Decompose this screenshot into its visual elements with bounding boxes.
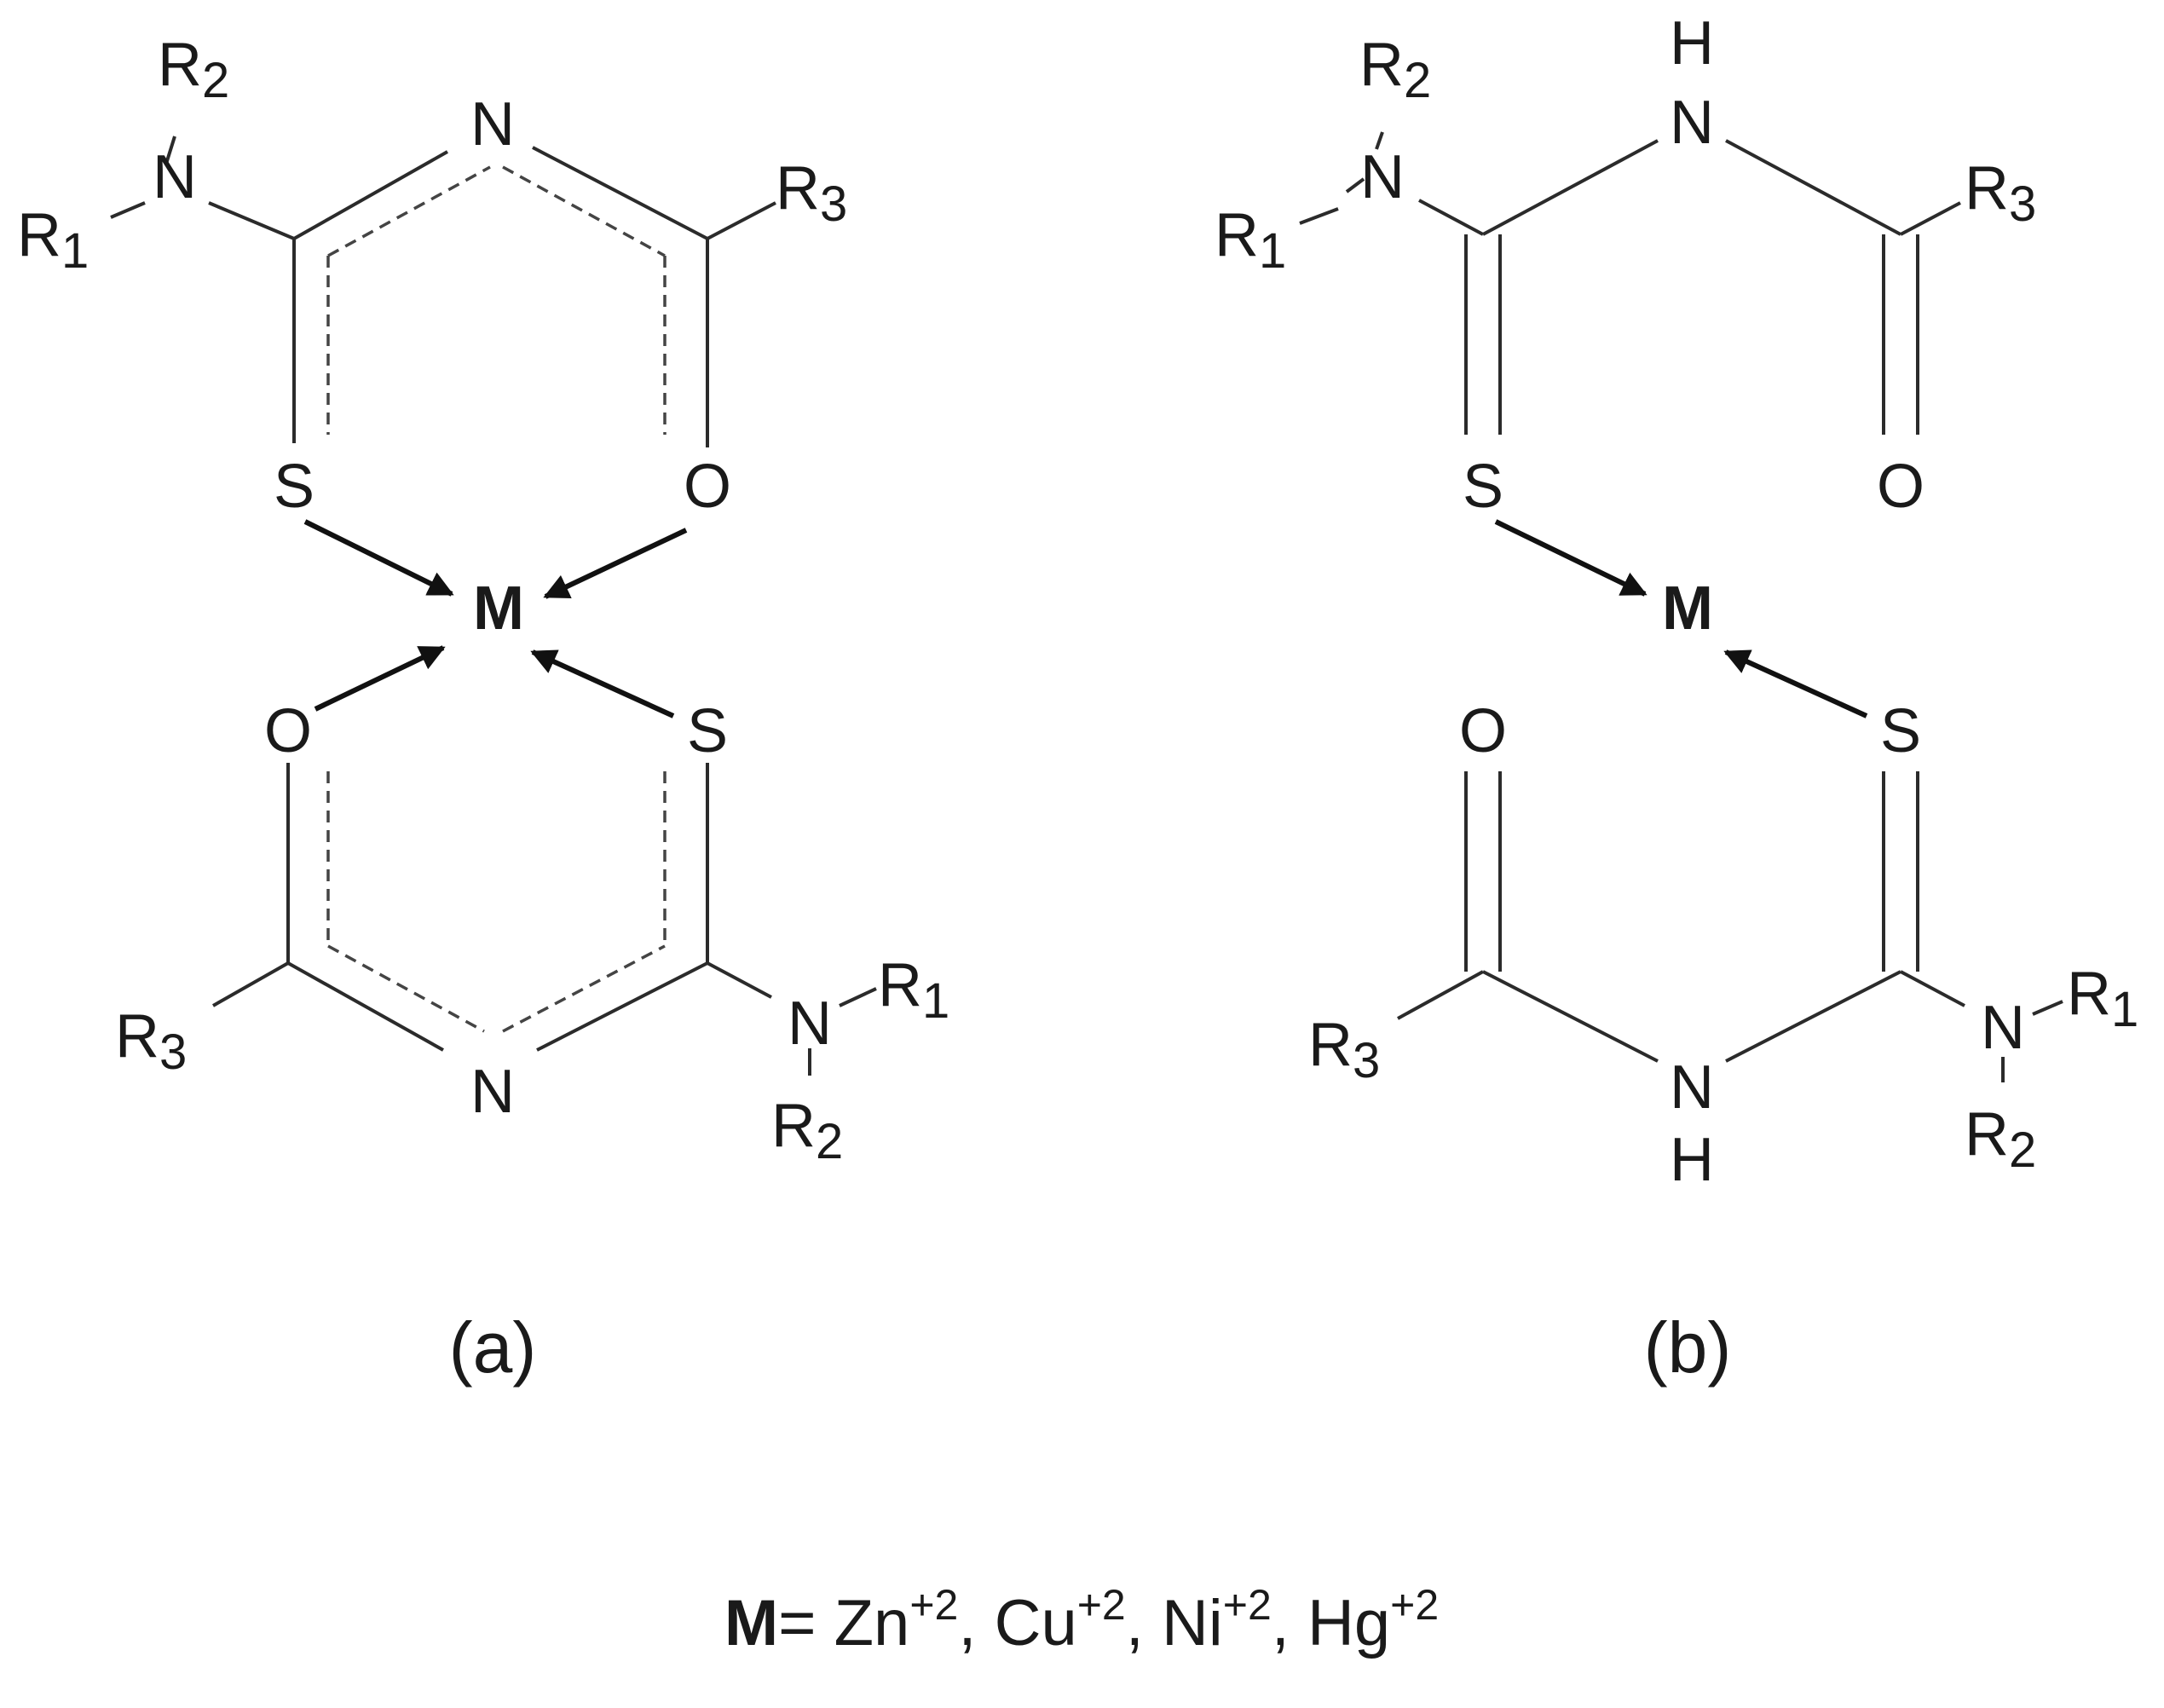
bond: [1345, 177, 1365, 193]
bond: [536, 961, 708, 1052]
metal-label: M: [1662, 574, 1713, 643]
bond: [1418, 199, 1484, 236]
nitrogen-label: N: [470, 90, 515, 159]
nitrogen-label: N: [788, 990, 832, 1058]
nitrogen-label: N: [1670, 1053, 1714, 1122]
delocalized-bond: [327, 165, 491, 257]
bond: [208, 201, 295, 240]
nitrogen-label: N: [153, 143, 197, 211]
r1-label: R1: [1215, 201, 1286, 279]
r1-label: R1: [17, 201, 89, 279]
nitrogen-label: N: [1981, 994, 2025, 1062]
coordination-arrow: [543, 528, 688, 599]
coordination-arrow: [1494, 519, 1648, 597]
metal-ion-legend: M= Zn+2, Cu+2, Ni+2, Hg+2: [724, 1581, 1439, 1659]
hydrogen-label: H: [1670, 9, 1714, 78]
bond: [532, 146, 708, 240]
metal-label: M: [473, 574, 524, 643]
structure-a: N N S O M O S N N R2 R1 R3 R3 R1 R2 (a): [17, 31, 949, 1388]
sulfur-label: S: [274, 453, 315, 521]
bond: [1482, 970, 1659, 1063]
bond: [707, 961, 772, 999]
sulfur-label: S: [1880, 697, 1921, 765]
r2-label: R2: [158, 31, 229, 108]
r2-label: R2: [1965, 1100, 2036, 1178]
caption-a: (a): [449, 1307, 537, 1388]
r3-label: R3: [1308, 1011, 1380, 1088]
sulfur-label: S: [687, 697, 728, 765]
r1-label: R1: [878, 951, 949, 1029]
bond: [707, 201, 776, 240]
delocalized-bond: [327, 944, 485, 1033]
nitrogen-label: N: [470, 1058, 515, 1126]
oxygen-label: O: [1459, 697, 1507, 765]
caption-b: (b): [1644, 1307, 1732, 1388]
coordination-arrow: [530, 649, 675, 718]
structure-b: H N N S O M O S N H N R2 R1 R3 R3 R1 R2 …: [1215, 9, 2138, 1388]
oxygen-label: O: [264, 697, 312, 765]
bond: [1482, 139, 1659, 236]
bond: [110, 201, 146, 219]
bond: [293, 150, 448, 240]
bond: [287, 961, 444, 1052]
bond: [1299, 207, 1339, 225]
delocalized-bond: [502, 944, 666, 1033]
bond: [1900, 970, 1965, 1007]
coordination-arrow: [314, 645, 446, 712]
bond: [164, 136, 176, 164]
sulfur-label: S: [1463, 453, 1503, 521]
r1-label: R1: [2067, 960, 2138, 1037]
bond: [212, 961, 289, 1007]
r2-label: R2: [1359, 31, 1431, 108]
nitrogen-label: N: [1670, 89, 1714, 157]
bond: [839, 987, 877, 1007]
oxygen-label: O: [684, 453, 731, 521]
r3-label: R3: [115, 1002, 187, 1080]
bond: [1725, 970, 1901, 1063]
bond: [1725, 139, 1901, 236]
r3-label: R3: [1965, 154, 2036, 232]
coordination-arrow: [1723, 649, 1868, 718]
delocalized-bond: [502, 165, 666, 257]
coordination-arrow: [303, 519, 454, 597]
nitrogen-label: N: [1360, 143, 1405, 211]
r2-label: R2: [771, 1092, 843, 1169]
bond: [1900, 201, 1961, 236]
bond: [1375, 131, 1384, 150]
oxygen-label: O: [1877, 453, 1925, 521]
hydrogen-label: H: [1670, 1126, 1714, 1194]
bond: [2032, 1000, 2063, 1016]
bond: [1397, 970, 1484, 1020]
r3-label: R3: [776, 154, 847, 232]
